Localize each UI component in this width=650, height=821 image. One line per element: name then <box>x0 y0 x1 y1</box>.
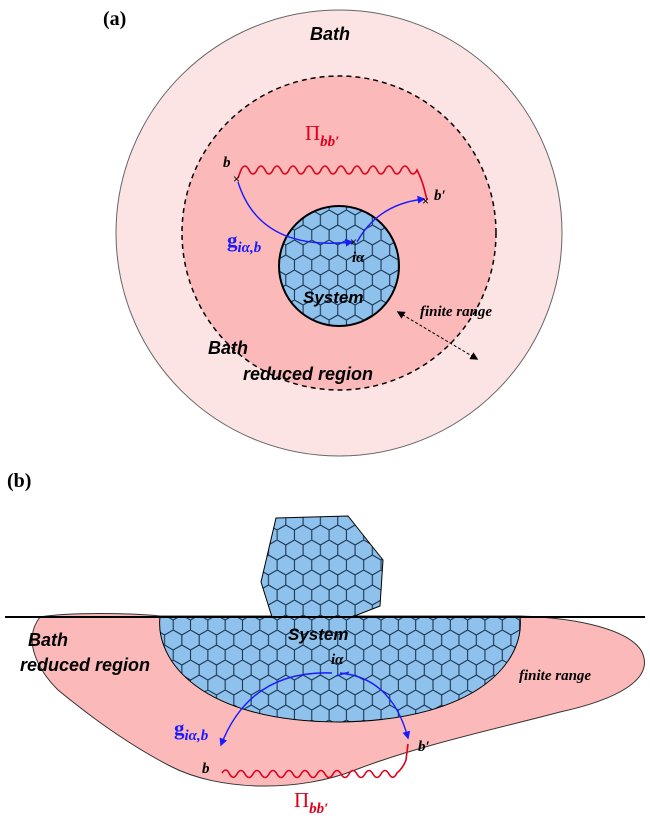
finite-range-label-a: finite range <box>420 304 492 320</box>
ialpha-label-b: iα <box>331 652 344 668</box>
pi-propagator-b <box>221 743 409 779</box>
bprime-label-b: b′ <box>418 739 430 755</box>
pi-propagator-a <box>237 165 428 201</box>
b-label-a: b <box>223 155 231 171</box>
panel-a: (a) Bath Bath reduced region System fini… <box>103 8 563 457</box>
system-region-a <box>278 205 400 327</box>
bath-outer-label: Bath <box>310 24 350 44</box>
g-arc-to-bprime-a <box>356 195 426 243</box>
b-label-b: b <box>202 761 210 777</box>
g-arc-from-b-a <box>237 181 354 247</box>
pi-subscript-a: bb′ <box>320 134 339 150</box>
g-subscript-b: iα,b <box>185 728 209 744</box>
finite-range-arrow-a <box>396 311 479 360</box>
ialpha-label-a: iα <box>352 250 365 266</box>
pi-label-a: Πbb′ <box>305 121 339 150</box>
system-label-a: System <box>303 288 363 307</box>
finite-range-label-b: finite range <box>519 668 591 684</box>
site-ialpha-marker-a: × <box>350 235 357 249</box>
bath-inner-label: Bath <box>208 338 248 358</box>
system-label-b: System <box>288 625 348 644</box>
g-subscript-a: iα,b <box>238 240 262 256</box>
site-b-marker-a: × <box>233 172 240 186</box>
system-upper-piece-b <box>260 515 384 618</box>
pi-symbol-a: Π <box>305 121 320 145</box>
reduced-region-label-b: reduced region <box>20 655 150 675</box>
pi-subscript-b: bb′ <box>309 801 328 817</box>
g-symbol-b: g <box>174 716 185 740</box>
pi-label-b: Πbb′ <box>294 788 328 817</box>
reduced-region-label: reduced region <box>243 364 373 384</box>
system-border-a <box>278 205 400 327</box>
g-label-a: giα,b <box>227 228 262 256</box>
g-symbol-a: g <box>227 228 238 252</box>
panel-b: (b) Bath reduced region System finite ra… <box>5 470 645 817</box>
bprime-label-a: b′ <box>434 188 446 204</box>
panel-b-label: (b) <box>7 470 31 492</box>
system-region-b <box>159 616 521 723</box>
g-label-b: giα,b <box>174 716 209 744</box>
g-arc-to-b-b <box>219 672 333 747</box>
system-lattice-a <box>279 206 399 326</box>
pi-symbol-b: Π <box>294 788 309 812</box>
g-arc-to-bprime-b <box>339 672 411 740</box>
site-bprime-marker-a: × <box>422 194 429 208</box>
panel-a-label: (a) <box>103 8 126 30</box>
g-tick-ialpha-b <box>335 671 350 677</box>
bath-label-b: Bath <box>28 630 68 650</box>
